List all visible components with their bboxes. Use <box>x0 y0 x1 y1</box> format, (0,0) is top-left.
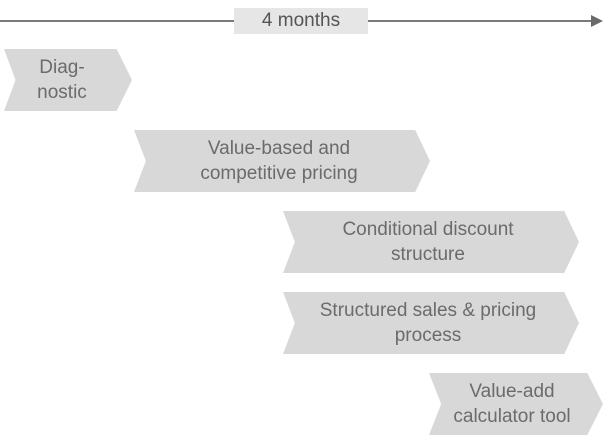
phase-conditional-discount: Conditional discount structure <box>283 211 579 273</box>
phase-value-add-calculator: Value-add calculator tool <box>429 373 603 435</box>
timeline: 4 months <box>0 0 615 42</box>
phase-value-based-pricing: Value-based and competitive pricing <box>134 130 430 192</box>
phase-value-based-pricing-label: Value-based and competitive pricing <box>200 138 358 184</box>
phase-diagnostic: Diag- nostic <box>4 49 132 111</box>
timeline-line-left <box>0 20 234 22</box>
phase-conditional-discount-label: Conditional discount structure <box>342 219 514 265</box>
timeline-arrow-icon <box>591 15 603 27</box>
timeline-line-right <box>368 20 593 22</box>
phase-value-add-calculator-label: Value-add calculator tool <box>453 381 571 427</box>
phase-structured-sales: Structured sales & pricing process <box>283 292 579 354</box>
timeline-duration-label: 4 months <box>234 8 368 34</box>
phase-structured-sales-label: Structured sales & pricing process <box>319 300 537 346</box>
phase-diagnostic-label: Diag- nostic <box>37 57 87 103</box>
